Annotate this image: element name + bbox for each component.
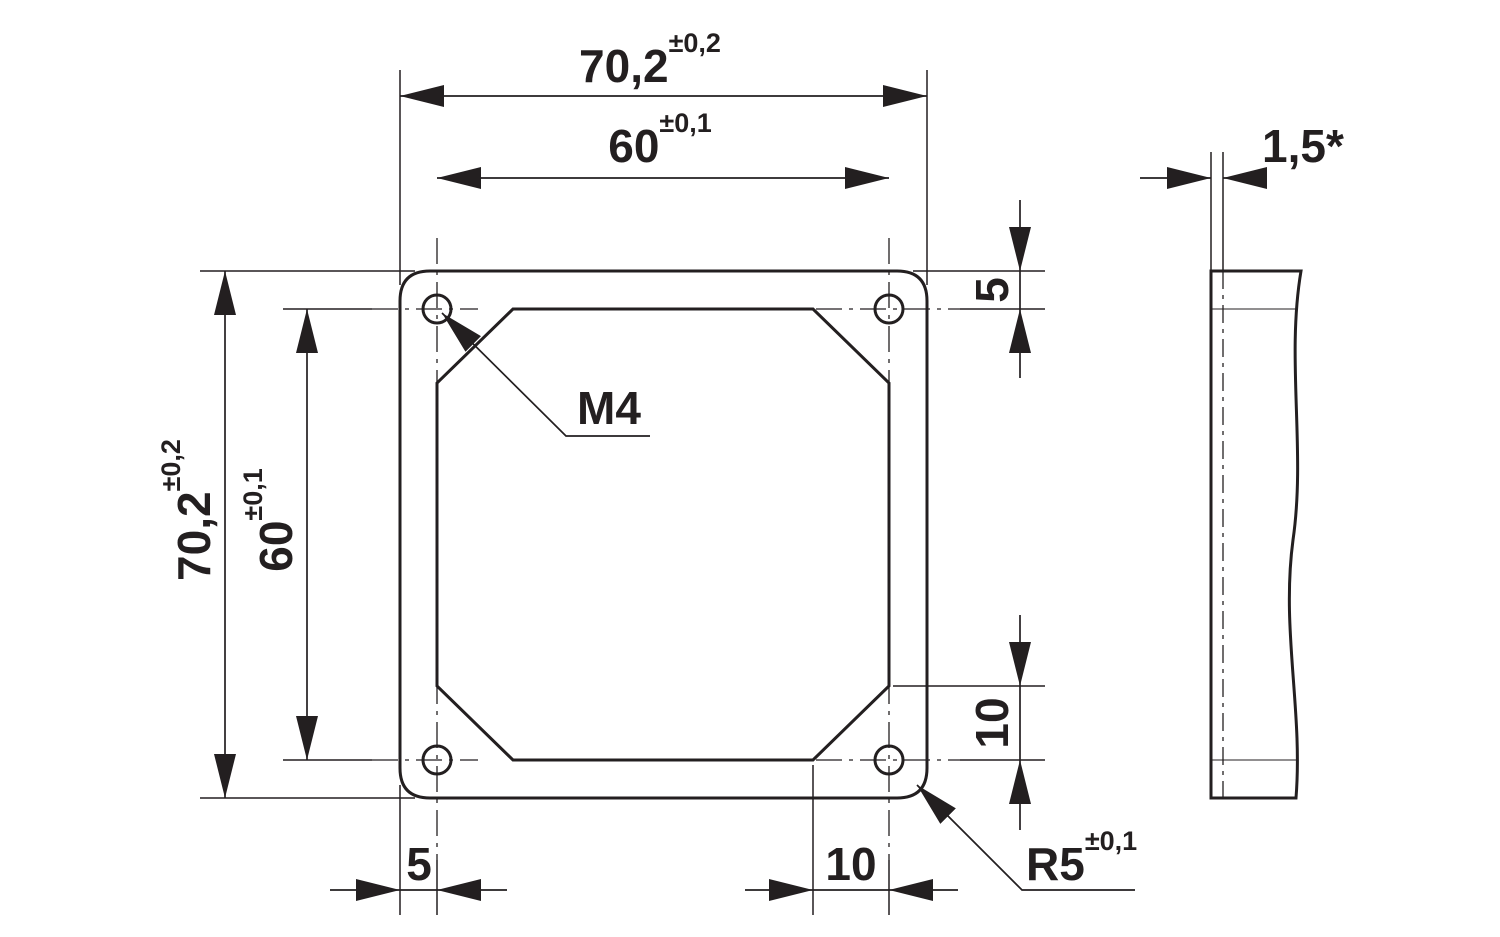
label-corner-radius: R5±0,1 bbox=[1026, 826, 1137, 890]
label-thread: M4 bbox=[577, 382, 641, 434]
label-left-hole-offset: 5 bbox=[406, 838, 432, 890]
dimension-lines bbox=[214, 85, 1031, 901]
label-hole-spacing-width: 60±0,1 bbox=[608, 108, 712, 172]
label-hole-spacing-height: 60±0,1 bbox=[238, 468, 302, 572]
label-overall-height: 70,2±0,2 bbox=[156, 439, 220, 581]
label-top-hole-offset: 5 bbox=[966, 277, 1018, 303]
label-bottom-chamfer-horizontal: 10 bbox=[825, 838, 876, 890]
plate-cutout bbox=[435, 307, 891, 762]
label-bottom-chamfer-vertical: 10 bbox=[966, 697, 1018, 748]
side-profile bbox=[1209, 269, 1303, 800]
extension-lines bbox=[200, 70, 1045, 915]
label-thickness: 1,5* bbox=[1262, 120, 1344, 172]
center-lines bbox=[372, 238, 960, 860]
side-view bbox=[1140, 152, 1303, 800]
leader-thread bbox=[441, 312, 650, 437]
plate-outline bbox=[398, 269, 929, 800]
leader-corner-radius bbox=[916, 784, 1135, 891]
label-overall-width: 70,2±0,2 bbox=[579, 28, 721, 92]
leaders bbox=[441, 312, 1135, 891]
